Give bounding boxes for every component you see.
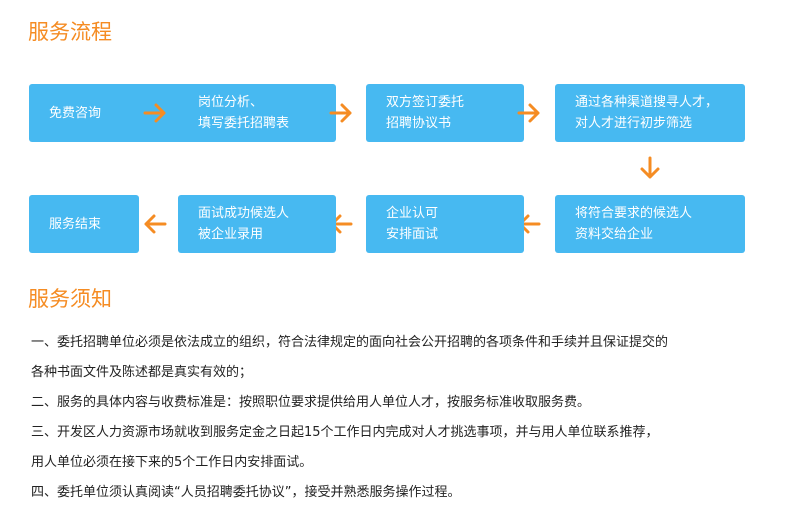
step-candidate-hired: 面试成功候选人 被企业录用 bbox=[178, 195, 336, 253]
notice-line: 二、服务的具体内容与收费标准是：按照职位要求提供给用人单位人才，按服务标准收取服… bbox=[31, 395, 591, 410]
step-line: 安排面试 bbox=[386, 227, 439, 242]
step-line: 岗位分析、 bbox=[198, 95, 264, 110]
arrow-left-icon bbox=[142, 211, 168, 237]
notice-line: 用人单位必须在接下来的5个工作日内安排面试。 bbox=[31, 455, 313, 470]
step-line: 通过各种渠道搜寻人才， bbox=[575, 95, 719, 110]
notice-line: 各种书面文件及陈述都是真实有效的； bbox=[31, 365, 253, 380]
step-line: 对人才进行初步筛选 bbox=[575, 116, 693, 131]
notice-list: 一、委托招聘单位必须是依法成立的组织，符合法律规定的面向社会公开招聘的各项条件和… bbox=[31, 328, 771, 508]
step-line: 面试成功候选人 bbox=[198, 206, 290, 221]
step-sign-agreement: 双方签订委托 招聘协议书 bbox=[366, 84, 524, 142]
arrow-right-icon bbox=[328, 100, 354, 126]
step-line: 双方签订委托 bbox=[386, 95, 465, 110]
step-line: 服务结束 bbox=[49, 216, 102, 232]
notice-line: 四、委托单位须认真阅读“人员招聘委托协议”，接受并熟悉服务操作过程。 bbox=[31, 485, 461, 500]
process-title: 服务流程 bbox=[28, 20, 112, 44]
step-deliver-candidates: 将符合要求的候选人 资料交给企业 bbox=[555, 195, 745, 253]
step-line: 企业认可 bbox=[386, 206, 439, 221]
step-line: 免费咨询 bbox=[49, 105, 102, 121]
arrow-down-icon bbox=[637, 155, 663, 181]
notice-title: 服务须知 bbox=[28, 287, 112, 311]
arrow-right-icon bbox=[516, 100, 542, 126]
step-line: 将符合要求的候选人 bbox=[575, 206, 693, 221]
notice-line: 三、开发区人力资源市场就收到服务定金之日起15个工作日内完成对人才挑选事项，并与… bbox=[31, 425, 659, 440]
step-job-analysis: 岗位分析、 填写委托招聘表 bbox=[178, 84, 336, 142]
notice-line: 一、委托招聘单位必须是依法成立的组织，符合法律规定的面向社会公开招聘的各项条件和… bbox=[31, 335, 669, 350]
step-arrange-interview: 企业认可 安排面试 bbox=[366, 195, 524, 253]
step-line: 填写委托招聘表 bbox=[198, 116, 290, 131]
step-search-talent: 通过各种渠道搜寻人才， 对人才进行初步筛选 bbox=[555, 84, 745, 142]
step-line: 资料交给企业 bbox=[575, 227, 654, 242]
step-service-end: 服务结束 bbox=[29, 195, 139, 253]
step-line: 招聘协议书 bbox=[386, 116, 452, 131]
arrow-right-icon bbox=[142, 100, 168, 126]
step-line: 被企业录用 bbox=[198, 227, 264, 242]
